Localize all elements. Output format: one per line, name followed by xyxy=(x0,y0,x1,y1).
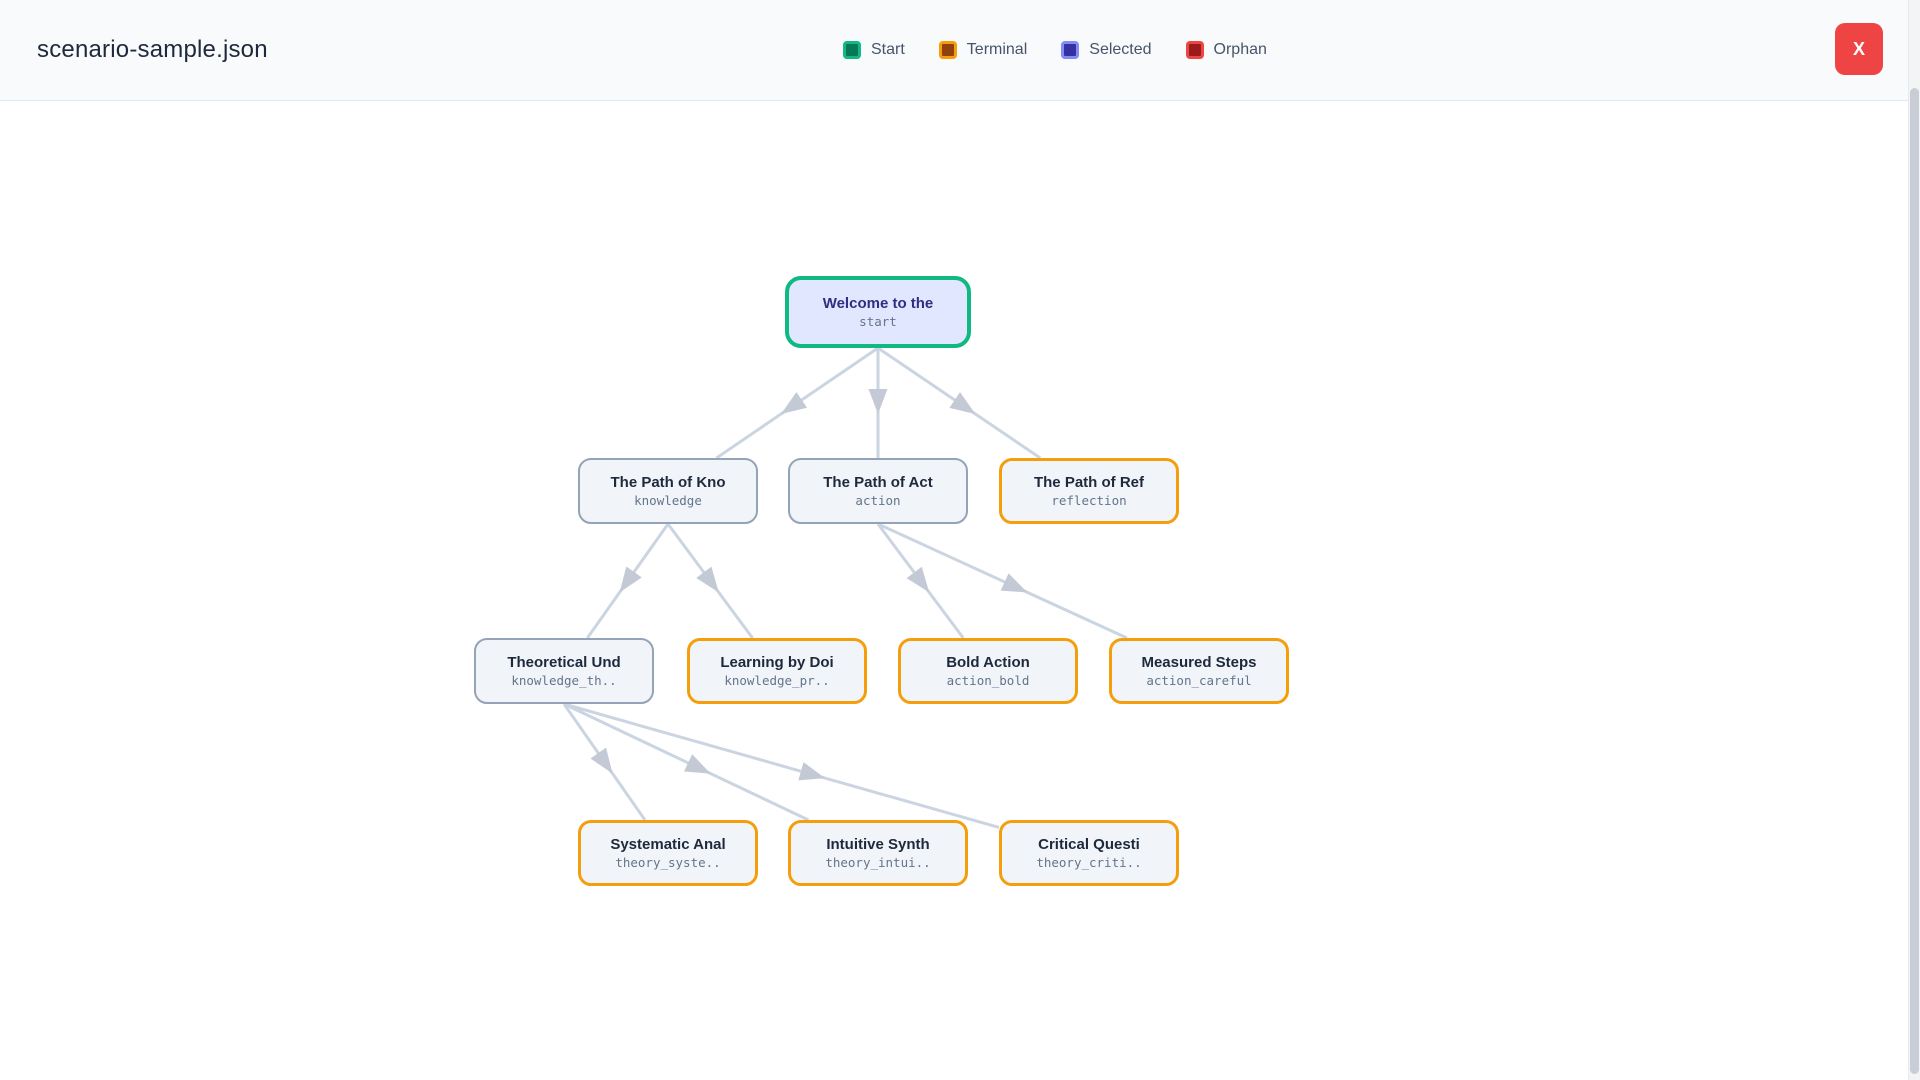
node-title: Bold Action xyxy=(946,653,1030,671)
edge-knowledge_th-theory_intui xyxy=(563,702,810,822)
node-subtitle: start xyxy=(859,313,897,329)
edge-arrowhead-icon xyxy=(949,392,976,414)
node-subtitle: action xyxy=(855,492,901,508)
edge-arrowhead-icon xyxy=(1000,573,1028,593)
legend-item-selected: Selected xyxy=(1061,41,1152,59)
edge-arrowhead-icon xyxy=(684,754,711,774)
file-title: scenario-sample.json xyxy=(37,36,268,63)
node-subtitle: theory_syste.. xyxy=(615,854,721,870)
legend-item-terminal: Terminal xyxy=(938,41,1028,59)
close-button[interactable]: X xyxy=(1835,23,1883,75)
start-swatch-icon xyxy=(843,41,861,59)
terminal-swatch-icon xyxy=(938,41,957,59)
orphan-swatch-icon xyxy=(1185,41,1204,59)
node-title: Systematic Anal xyxy=(610,835,726,853)
edge-arrowhead-icon xyxy=(798,762,825,781)
scrollbar-track[interactable] xyxy=(1908,0,1920,1080)
node-title: The Path of Act xyxy=(823,473,933,491)
edge-arrowhead-icon xyxy=(906,566,930,593)
node-subtitle: action_bold xyxy=(946,672,1030,688)
legend-label: Orphan xyxy=(1213,41,1267,58)
node-subtitle: knowledge_th.. xyxy=(511,672,617,688)
node-title: Learning by Doi xyxy=(720,653,834,671)
node-subtitle: action_careful xyxy=(1146,672,1252,688)
node-subtitle: theory_criti.. xyxy=(1036,854,1142,870)
edge-arrowhead-icon xyxy=(781,392,808,414)
selected-swatch-icon xyxy=(1061,41,1080,59)
scrollbar-thumb[interactable] xyxy=(1910,88,1919,1074)
legend-label: Terminal xyxy=(966,41,1028,58)
legend: Start Terminal Selected Orphan xyxy=(843,0,1267,100)
node-title: The Path of Kno xyxy=(610,473,726,491)
node-subtitle: knowledge_pr.. xyxy=(724,672,830,688)
header-bar: scenario-sample.json Start Terminal Select… xyxy=(0,0,1920,101)
legend-item-start: Start xyxy=(843,41,905,59)
edge-arrowhead-icon xyxy=(696,566,719,593)
node-title: The Path of Ref xyxy=(1033,473,1144,491)
node-title: Intuitive Synth xyxy=(826,835,930,853)
node-title: Theoretical Und xyxy=(507,653,621,671)
node-title: Critical Questi xyxy=(1038,835,1140,853)
node-title: Measured Steps xyxy=(1141,653,1257,671)
edge-arrowhead-icon xyxy=(868,389,888,414)
legend-label: Start xyxy=(871,41,905,58)
node-title: Welcome to the xyxy=(822,294,934,312)
node-subtitle: reflection xyxy=(1051,492,1127,508)
legend-label: Selected xyxy=(1089,41,1152,58)
legend-item-orphan: Orphan xyxy=(1185,41,1267,59)
edge-arrowhead-icon xyxy=(590,747,613,774)
node-subtitle: theory_intui.. xyxy=(825,854,931,870)
edge-action-action_careful xyxy=(877,522,1128,640)
edge-knowledge_th-theory_criti xyxy=(563,702,1000,829)
edge-arrowhead-icon xyxy=(619,566,642,593)
node-subtitle: knowledge xyxy=(634,492,702,508)
